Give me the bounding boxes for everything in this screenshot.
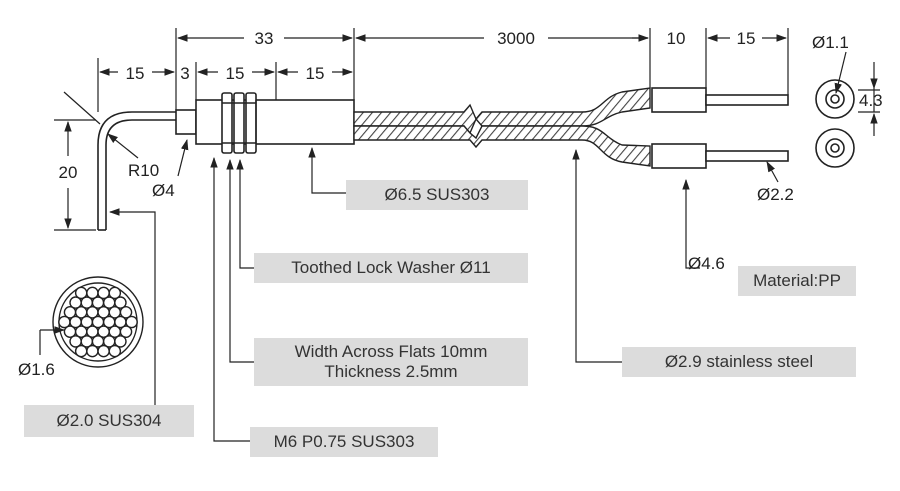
- callout-thread: M6 P0.75 SUS303: [250, 427, 438, 457]
- dim-bend-height: 20: [59, 163, 78, 182]
- fiber-strand: [74, 344, 88, 358]
- dim-sleeve-section: 15: [306, 64, 325, 83]
- fiber-strand: [97, 344, 110, 358]
- dim-tip-diameter: Ø4: [152, 181, 175, 200]
- fiber-strand: [125, 315, 138, 329]
- callout-probe: Ø2.0 SUS304: [24, 405, 194, 437]
- callout-cable: Ø2.9 stainless steel: [622, 347, 856, 377]
- fiber-strand: [119, 325, 133, 338]
- dim-cable-length: 3000: [497, 29, 535, 48]
- fiber-strand: [114, 296, 127, 309]
- bent-probe: [97, 111, 176, 231]
- dimension-texts: 15 3 33 15 15 3000 10 15 20 R10 Ø4 Ø1.1 …: [18, 29, 883, 379]
- end-face-views: [815, 79, 855, 168]
- dim-ferrule-length: 10: [667, 29, 686, 48]
- callout-nut-line1: Width Across Flats 10mm: [294, 342, 488, 361]
- dim-end-face-spacing: 4.3: [859, 91, 883, 110]
- probe-base: [175, 109, 197, 135]
- dim-tip-gap: 3: [180, 64, 189, 83]
- fiber-strand: [108, 344, 122, 358]
- dim-end-length: 15: [737, 29, 756, 48]
- ferrules: [651, 87, 789, 169]
- fiber-bundle-section: [52, 276, 144, 368]
- cable-lower: [353, 125, 651, 167]
- callout-leaders: [108, 146, 700, 442]
- dim-fiber-diameter-end: Ø2.2: [757, 185, 794, 204]
- threaded-body: [195, 99, 355, 145]
- dim-overall-head: 33: [255, 29, 274, 48]
- callout-lock-washer: Toothed Lock Washer Ø11: [254, 253, 528, 283]
- fiber-strand: [108, 286, 122, 300]
- callout-nut: Width Across Flats 10mm Thickness 2.5mm: [254, 338, 528, 386]
- callout-ferrule: Ø4.6: [688, 254, 725, 273]
- dimension-lines: [39, 28, 880, 355]
- nut-washer-stack: [221, 92, 257, 154]
- fiber-strand: [86, 344, 99, 358]
- fiber-strand: [119, 306, 133, 319]
- callout-material: Material:PP: [738, 266, 856, 296]
- callout-sleeve: Ø6.5 SUS303: [346, 180, 528, 210]
- dim-bend-radius: R10: [128, 161, 159, 180]
- dim-bundle-strand: Ø1.6: [18, 360, 55, 379]
- dim-bend-length: 15: [126, 64, 145, 83]
- dim-nut-section: 15: [226, 64, 245, 83]
- fiber-strand: [114, 335, 127, 348]
- dim-end-hole-diameter: Ø1.1: [812, 33, 849, 52]
- callout-nut-line2: Thickness 2.5mm: [324, 362, 458, 381]
